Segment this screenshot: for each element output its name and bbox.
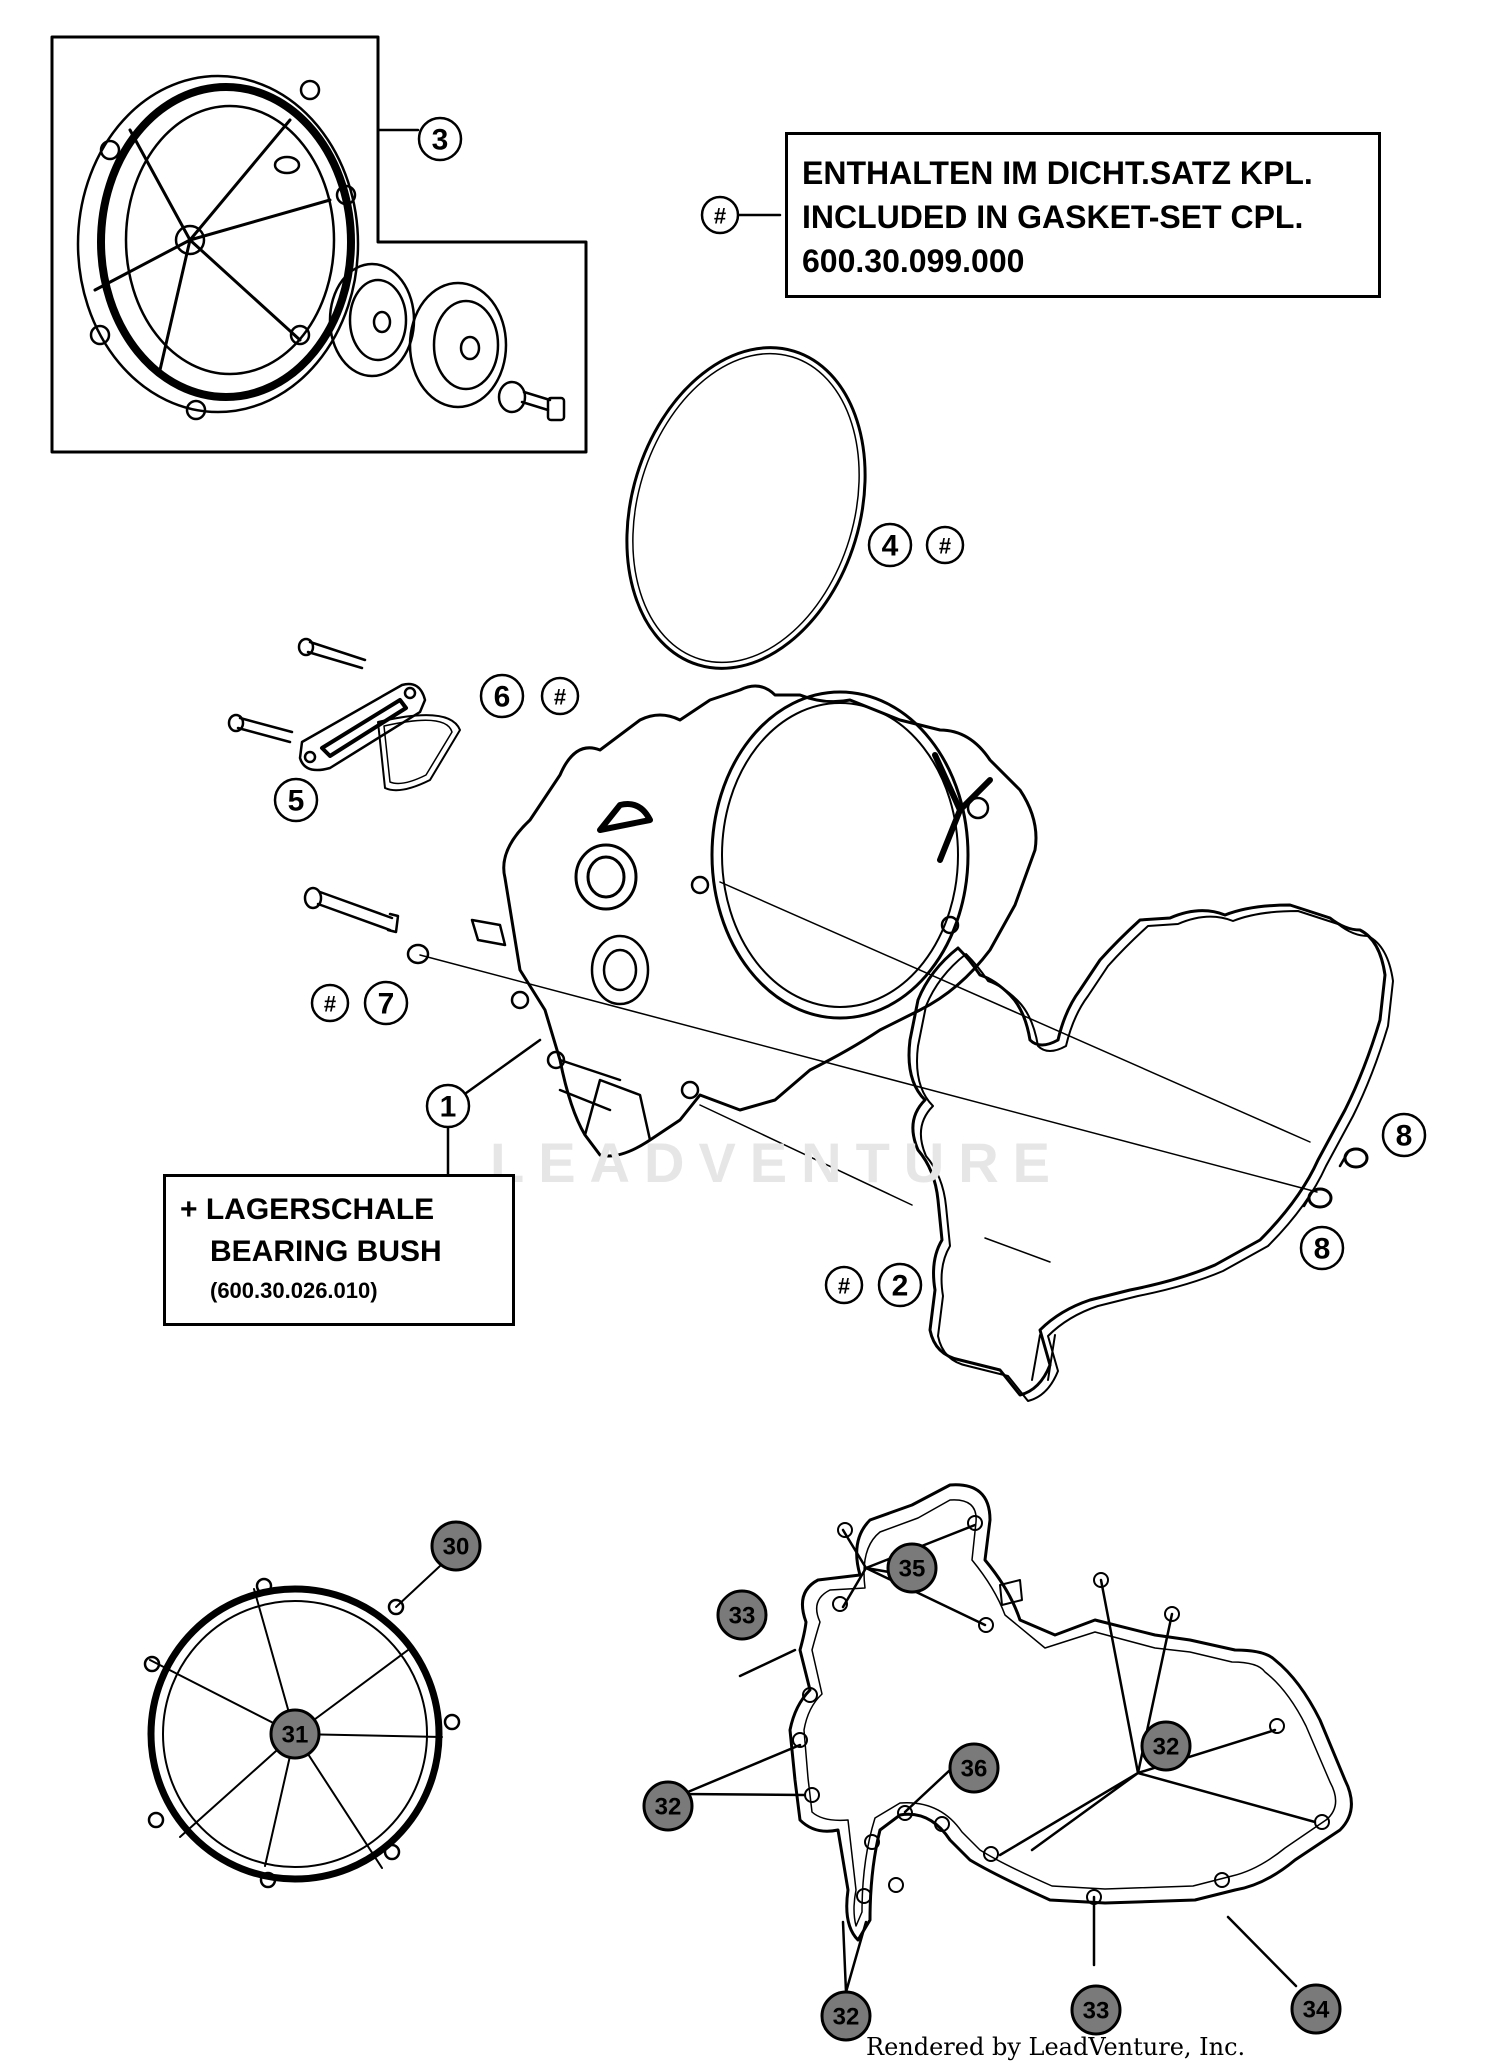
svg-text:32: 32 (1153, 1734, 1180, 1761)
callout-3: 3 (417, 116, 463, 162)
gasket-note-line-2: INCLUDED IN GASKET-SET CPL. (802, 199, 1304, 235)
callout-33-bottom: 33 (1070, 1984, 1122, 2036)
callout-7-hash: # (310, 983, 350, 1023)
svg-text:#: # (714, 204, 726, 229)
svg-text:1: 1 (440, 1091, 457, 1124)
bearing-note-line-1: + LAGERSCHALE (180, 1193, 435, 1226)
callout-4: 4 (867, 522, 913, 568)
svg-text:33: 33 (1083, 1998, 1110, 2025)
gasket-set-note: ENTHALTEN IM DICHT.SATZ KPL. INCLUDED IN… (785, 132, 1381, 298)
watermark: LEADVENTURE (490, 1131, 1065, 1194)
svg-text:8: 8 (1314, 1233, 1331, 1266)
callout-7: 7 (363, 980, 409, 1026)
svg-text:33: 33 (729, 1603, 756, 1630)
svg-text:#: # (939, 534, 951, 559)
o-ring-part-4 (625, 346, 867, 670)
svg-text:36: 36 (961, 1756, 988, 1783)
svg-text:4: 4 (882, 530, 899, 563)
callout-32-right: 32 (1140, 1720, 1192, 1772)
callout-8-upper: 8 (1381, 1112, 1427, 1158)
svg-text:2: 2 (892, 1270, 909, 1303)
crankcase-cover-part-1 (470, 684, 1311, 1158)
svg-text:#: # (324, 992, 336, 1017)
svg-text:32: 32 (833, 2004, 860, 2031)
svg-text:5: 5 (288, 785, 305, 818)
gasket-part-31 (143, 1565, 461, 1889)
svg-text:6: 6 (494, 681, 511, 714)
callout-5: 5 (273, 777, 319, 823)
gasket-parts-32-36 (788, 1483, 1353, 1942)
cover-washers-and-bolt (328, 262, 566, 422)
bearing-note-line-3: (600.30.026.010) (210, 1278, 378, 1303)
gasket-32-36-holes (792, 1515, 1330, 1905)
svg-text:31: 31 (282, 1722, 309, 1749)
svg-text:8: 8 (1396, 1120, 1413, 1153)
gasket-part-2 (907, 903, 1387, 1397)
callout-1: 1 (425, 1083, 471, 1129)
callout-36: 36 (948, 1742, 1000, 1794)
svg-text:32: 32 (655, 1794, 682, 1821)
callout-4-hash: # (925, 525, 965, 565)
svg-text:3: 3 (432, 124, 449, 157)
callout-2-hash: # (824, 1265, 864, 1305)
leader-lines (376, 128, 1317, 1994)
footer-credit: Rendered by LeadVenture, Inc. (866, 2033, 1246, 2061)
callout-34: 34 (1290, 1983, 1342, 2035)
svg-text:#: # (554, 685, 566, 710)
callout-hash-note: # (700, 195, 740, 235)
callout-32-bottom: 32 (820, 1990, 872, 2042)
callout-8-lower: 8 (1299, 1225, 1345, 1271)
clutch-cover-part-3 (76, 74, 360, 421)
callout-2: 2 (877, 1262, 923, 1308)
callout-31: 31 (269, 1708, 321, 1760)
svg-text:#: # (838, 1274, 850, 1299)
callout-35: 35 (886, 1542, 938, 1594)
callout-33-left: 33 (716, 1589, 768, 1641)
seal-part-6 (377, 714, 461, 792)
callout-6-hash: # (540, 676, 580, 716)
bearing-note-line-2: BEARING BUSH (210, 1235, 442, 1268)
svg-text:7: 7 (378, 988, 395, 1021)
bearing-bush-note: + LAGERSCHALE BEARING BUSH (600.30.026.0… (163, 1174, 515, 1326)
svg-text:30: 30 (443, 1534, 470, 1561)
part-3-inset-frame (50, 35, 588, 454)
dowel-pins-part-8 (1302, 1147, 1369, 1209)
callout-30: 30 (430, 1520, 482, 1572)
svg-text:34: 34 (1303, 1997, 1330, 2024)
svg-text:35: 35 (899, 1556, 926, 1583)
callout-6: 6 (479, 673, 525, 719)
callout-32-left: 32 (642, 1780, 694, 1832)
bolt-part-7 (303, 886, 1318, 1193)
small-cover-part-5 (227, 637, 427, 772)
gasket-note-line-3: 600.30.099.000 (802, 243, 1025, 279)
gasket-note-line-1: ENTHALTEN IM DICHT.SATZ KPL. (802, 155, 1313, 191)
